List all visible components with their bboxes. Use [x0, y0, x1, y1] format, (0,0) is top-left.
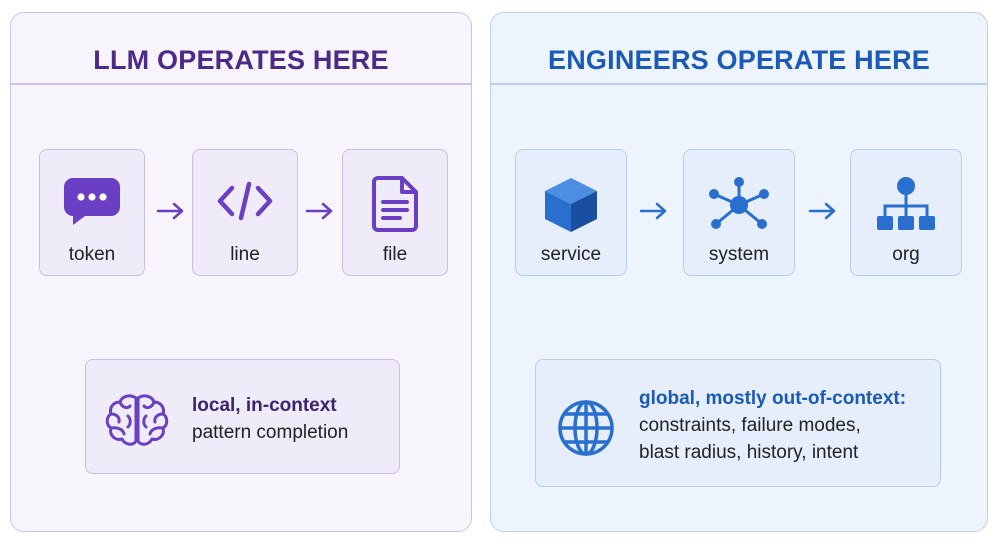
arrow-right-icon [156, 202, 184, 220]
token-label: token [68, 244, 116, 265]
engineers-title-divider [491, 83, 987, 85]
arrow-right-icon [639, 202, 667, 220]
arrow-right-icon [808, 202, 836, 220]
line-label: line [230, 244, 260, 265]
org-chart-icon [877, 177, 935, 230]
org-node: org [850, 149, 962, 276]
service-node: service [515, 149, 627, 276]
brain-icon [105, 394, 169, 446]
line-node: line [192, 149, 298, 276]
service-label: service [540, 244, 602, 265]
file-label: file [382, 244, 408, 265]
engineers-panel-title: ENGINEERS OPERATE HERE [548, 45, 930, 75]
system-label: system [708, 244, 770, 265]
network-hub-icon [709, 177, 769, 229]
llm-panel: LLM OPERATES HERE token line [10, 12, 472, 532]
arrow-right-icon [305, 202, 333, 220]
llm-panel-title: LLM OPERATES HERE [93, 45, 389, 75]
llm-scope-callout: local, in-context pattern completion [85, 359, 400, 474]
engineers-scope-text: global, mostly out-of-context: constrain… [639, 385, 906, 466]
engineers-scope-heading: global, mostly out-of-context: [639, 388, 907, 409]
chat-bubble-icon [64, 178, 120, 225]
org-label: org [892, 244, 920, 265]
llm-scope-detail: pattern completion [192, 422, 349, 443]
engineers-scope-callout: global, mostly out-of-context: constrain… [535, 359, 941, 487]
file-node: file [342, 149, 448, 276]
system-node: system [683, 149, 795, 276]
document-icon [372, 176, 418, 232]
llm-scope-text: local, in-context pattern completion [192, 392, 348, 446]
globe-icon [558, 400, 614, 456]
code-brackets-icon [217, 181, 273, 221]
engineers-scope-detail-1: constraints, failure modes, [639, 415, 861, 436]
llm-title-divider [11, 83, 471, 85]
cube-icon [545, 178, 597, 232]
engineers-panel: ENGINEERS OPERATE HERE service [490, 12, 988, 532]
llm-scope-heading: local, in-context [192, 395, 337, 416]
engineers-scope-detail-2: blast radius, history, intent [639, 442, 859, 463]
token-node: token [39, 149, 145, 276]
